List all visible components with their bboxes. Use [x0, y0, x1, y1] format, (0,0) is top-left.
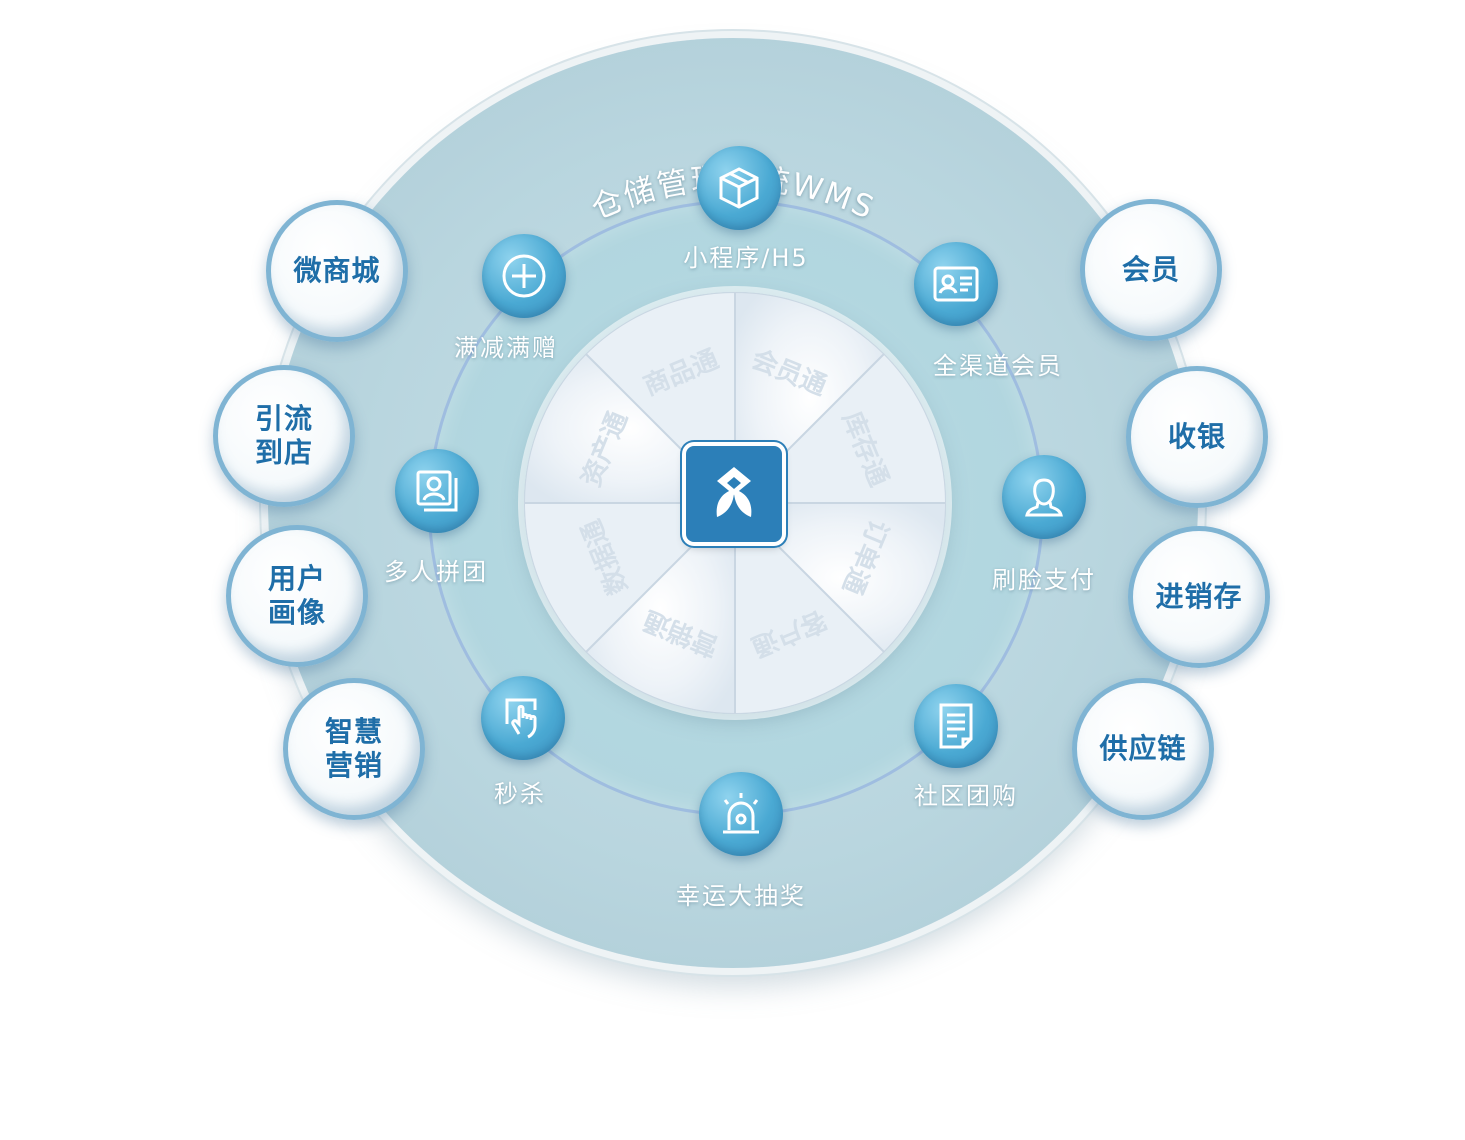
module-user-profile[interactable]: 用户画像	[226, 525, 368, 667]
center-segment	[732, 352, 946, 504]
id-card-icon[interactable]	[914, 242, 998, 326]
feature-label-community-buy: 社区团购	[914, 782, 1018, 810]
touch-icon[interactable]	[481, 676, 565, 760]
plus-circle-icon[interactable]	[482, 234, 566, 318]
module-micro-mall[interactable]: 微商城	[266, 200, 408, 342]
module-traffic-to-store[interactable]: 引流到店	[213, 365, 355, 507]
feature-label-discount: 满减满赠	[454, 334, 558, 362]
module-label: 收银	[1167, 420, 1226, 453]
module-smart-marketing[interactable]: 智慧营销	[283, 678, 425, 820]
module-label: 会员	[1121, 253, 1180, 286]
module-supply-chain[interactable]: 供应链	[1072, 678, 1214, 820]
feature-label-lucky-draw: 幸运大抽奖	[676, 882, 806, 910]
feature-label-group-buy: 多人拼团	[384, 558, 488, 586]
center-segment	[732, 502, 946, 654]
box-icon[interactable]	[697, 146, 781, 230]
center-segment	[584, 500, 736, 714]
module-label: 引流到店	[254, 402, 313, 469]
document-icon[interactable]	[914, 684, 998, 768]
module-label: 用户画像	[267, 562, 326, 629]
feature-label-face-pay: 刷脸支付	[992, 566, 1096, 594]
center-disk: 会员通库存通订单通客户通营销通数据通资产通商品通	[524, 292, 946, 714]
module-inventory[interactable]: 进销存	[1128, 526, 1270, 668]
center-segment	[524, 502, 738, 654]
center-segment	[734, 500, 886, 714]
brand-logo	[686, 446, 782, 542]
feature-label-flash-sale: 秒杀	[494, 780, 546, 808]
alarm-light-icon[interactable]	[699, 772, 783, 856]
module-label: 进销存	[1155, 580, 1243, 613]
feature-label-mini-program: 小程序/H5	[683, 244, 809, 272]
module-cashier[interactable]: 收银	[1126, 366, 1268, 508]
leaf-logo-icon	[716, 467, 752, 517]
module-label: 供应链	[1099, 732, 1187, 765]
portrait-icon[interactable]	[395, 449, 479, 533]
module-label: 智慧营销	[324, 715, 383, 782]
user-face-icon[interactable]	[1002, 455, 1086, 539]
feature-label-omni-member: 全渠道会员	[933, 352, 1063, 380]
module-member[interactable]: 会员	[1080, 199, 1222, 341]
center-segment	[524, 352, 738, 504]
module-label: 微商城	[293, 254, 381, 287]
